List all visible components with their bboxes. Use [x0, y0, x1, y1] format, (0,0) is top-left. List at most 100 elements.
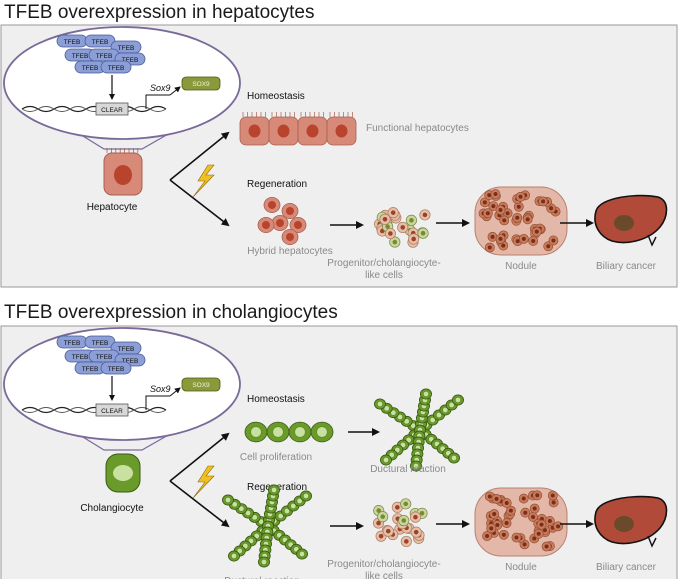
tfeb-label: TFEB: [72, 354, 89, 361]
origin-cell-label: Cholangiocyte: [80, 503, 144, 514]
nodule-cell-nucleus: [508, 508, 513, 513]
nodule-cell-nucleus: [556, 524, 561, 529]
progenitor-cluster: [374, 207, 431, 248]
progenitor-cell-nucleus: [411, 236, 416, 242]
nodule-cell-nucleus: [523, 510, 528, 515]
tfeb-label: TFEB: [122, 57, 139, 64]
clear-label: CLEAR: [101, 408, 123, 415]
nodule-cell-nucleus: [515, 215, 520, 220]
nodule-cell-nucleus: [489, 526, 494, 531]
sox9-gene-label: Sox9: [150, 384, 171, 394]
nodule-cell-nucleus: [487, 245, 492, 250]
duct-cell-nucleus: [423, 391, 429, 397]
nodule-label: Nodule: [505, 261, 537, 272]
duct-cell-nucleus: [299, 551, 305, 557]
duct-cell-nucleus: [225, 497, 231, 503]
origin-cholangiocyte-nucleus: [113, 465, 133, 481]
injury-bolt-icon: [192, 465, 215, 499]
nodule-cell-nucleus: [518, 194, 523, 199]
nodule-cell-nucleus: [539, 522, 544, 527]
sox9-protein: [181, 76, 221, 91]
progenitor-label-line2: like cells: [365, 571, 403, 579]
dna-strand-top: [21, 105, 167, 113]
dna-strand-top: [21, 406, 167, 414]
nodule-cell-nucleus: [501, 243, 506, 248]
nodule-cell-nucleus: [551, 238, 556, 243]
nodule-cell-nucleus: [532, 506, 537, 511]
clear-label: CLEAR: [101, 107, 123, 114]
duct-cell-nucleus: [377, 401, 383, 407]
zoom-cone: [77, 433, 171, 451]
nodule-cell-nucleus: [547, 518, 552, 523]
nodule-cell-nucleus: [550, 493, 555, 498]
progenitor-cell-nucleus: [378, 533, 384, 539]
nodule-cell-nucleus: [494, 496, 499, 501]
tfeb-label: TFEB: [96, 354, 113, 361]
progenitor-cell-nucleus: [413, 514, 418, 520]
nodule-illustration: [474, 487, 568, 557]
progenitor-cell-nucleus: [390, 210, 396, 215]
nodule-cell-nucleus: [551, 500, 556, 505]
duct-cell-nucleus: [251, 514, 258, 521]
homeostasis-arrow: [169, 131, 230, 181]
progenitor-label-line2: like cells: [365, 270, 403, 281]
hybrid-hepatocyte-nucleus: [268, 201, 276, 209]
tfeb-label: TFEB: [118, 346, 135, 353]
nodule-cell-nucleus: [487, 193, 492, 198]
tfeb-protein: [100, 60, 132, 74]
tfeb-label: TFEB: [92, 340, 109, 347]
nodule-cell-nucleus: [498, 207, 503, 212]
duct-cell-nucleus: [390, 409, 397, 416]
progenitor-cell-nucleus: [395, 505, 400, 510]
dna-strand-bottom: [21, 106, 167, 112]
progenitor-cell-nucleus: [404, 539, 409, 544]
gallbladder-duct: [647, 234, 657, 247]
tumor-spot: [614, 215, 634, 231]
duct-cell-nucleus: [455, 397, 461, 403]
nodule-cell-nucleus: [521, 236, 526, 241]
cancer-label: Biliary cancer: [596, 562, 657, 573]
origin-cell-label: Hepatocyte: [87, 202, 138, 213]
duct-cell-nucleus: [442, 407, 449, 413]
regeneration-arrow: [169, 480, 230, 528]
homeostasis-result-label: Functional hepatocytes: [366, 123, 469, 134]
duct-cell-nucleus: [261, 559, 267, 565]
nodule-cell-nucleus: [541, 199, 546, 204]
duct-cell-nucleus: [277, 513, 284, 519]
progenitor-cell-nucleus: [403, 501, 409, 507]
dna-strand-bottom: [21, 407, 167, 413]
gallbladder-duct: [647, 535, 657, 548]
progenitor-cluster: [373, 498, 428, 547]
progenitor-label-line1: Progenitor/cholangiocyte-: [327, 258, 440, 269]
functional-hepatocyte-nucleus: [306, 124, 319, 138]
tfeb-label: TFEB: [64, 39, 81, 46]
progenitor-cell-nucleus: [385, 224, 390, 229]
nodule-cell-nucleus: [498, 236, 503, 241]
progenitor-cell-nucleus: [385, 528, 391, 534]
nodule-cell-nucleus: [532, 536, 537, 541]
progenitor-cell-nucleus: [422, 212, 428, 218]
regen-ductural-label: Ductural reaction: [224, 576, 300, 579]
nodule-illustration: [474, 186, 568, 256]
sox9-protein: [181, 377, 221, 392]
progenitor-cell-nucleus: [380, 514, 386, 519]
tumor-spot: [614, 516, 634, 532]
duct-cell-nucleus: [397, 414, 403, 420]
proliferating-cholangiocyte-nucleus: [294, 426, 306, 438]
tfeb-label: TFEB: [92, 39, 109, 46]
nodule-label: Nodule: [505, 562, 537, 573]
nodule-cell-nucleus: [542, 528, 547, 533]
nodule-cell-nucleus: [502, 218, 507, 223]
progenitor-cell-nucleus: [376, 520, 381, 526]
zoom-cone: [77, 132, 171, 150]
hybrid-hepatocyte-nucleus: [262, 221, 270, 229]
nodule-cell-nucleus: [490, 234, 495, 239]
duct-cell-nucleus: [271, 487, 277, 493]
nodule-cell-nucleus: [493, 192, 498, 197]
regeneration-label: Regeneration: [247, 179, 307, 190]
proliferating-cholangiocyte-nucleus: [316, 426, 328, 438]
progenitor-label-line1: Progenitor/cholangiocyte-: [327, 559, 440, 570]
homeostasis-result-label: Cell proliferation: [240, 452, 312, 463]
